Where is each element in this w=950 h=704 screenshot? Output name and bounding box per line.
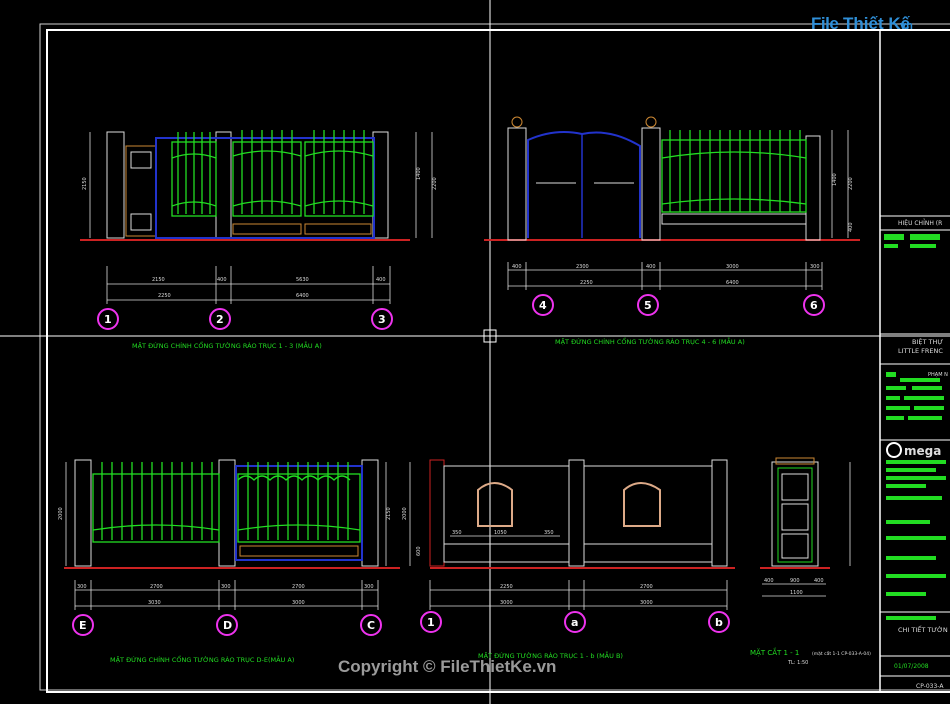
svg-text:600: 600 bbox=[416, 546, 422, 556]
svg-text:300: 300 bbox=[77, 584, 87, 590]
company-label: PHẠM N bbox=[928, 372, 948, 378]
svg-text:2250: 2250 bbox=[158, 293, 171, 299]
svg-text:400: 400 bbox=[376, 277, 386, 283]
svg-text:1100: 1100 bbox=[790, 590, 803, 596]
svg-text:3000: 3000 bbox=[726, 264, 739, 270]
logo-tld-text: .vn bbox=[897, 20, 913, 32]
elevation-view-4: 2000 600 350 1050 350 2250 2700 3000 300… bbox=[402, 459, 735, 610]
svg-text:b: b bbox=[715, 616, 723, 629]
svg-text:400: 400 bbox=[646, 264, 656, 270]
axis-bubble-4[interactable]: 4 bbox=[532, 294, 554, 316]
section-title: MẶT CẮT 1 - 1 bbox=[750, 647, 799, 657]
svg-text:3000: 3000 bbox=[640, 600, 653, 606]
project-name-2: LITTLE FRENC bbox=[898, 347, 943, 355]
svg-text:E: E bbox=[79, 619, 87, 632]
title-block bbox=[879, 30, 950, 692]
svg-text:3000: 3000 bbox=[292, 600, 305, 606]
svg-text:2000: 2000 bbox=[58, 507, 64, 520]
section-1-1: 400 900 400 1100 bbox=[760, 457, 851, 597]
svg-text:2150: 2150 bbox=[152, 277, 165, 283]
svg-text:2200: 2200 bbox=[848, 177, 854, 190]
brand-logo-text: mega bbox=[904, 444, 941, 458]
svg-text:3000: 3000 bbox=[500, 600, 513, 606]
svg-text:2700: 2700 bbox=[150, 584, 163, 590]
svg-text:900: 900 bbox=[790, 578, 800, 584]
svg-text:D: D bbox=[223, 619, 232, 632]
axis-bubble-2[interactable]: 2 bbox=[209, 308, 231, 330]
svg-text:400: 400 bbox=[814, 578, 824, 584]
svg-text:2: 2 bbox=[216, 313, 224, 326]
svg-text:2300: 2300 bbox=[576, 264, 589, 270]
svg-text:6: 6 bbox=[810, 299, 818, 312]
section-scale: TL: 1:50 bbox=[787, 660, 808, 666]
svg-text:300: 300 bbox=[221, 584, 231, 590]
svg-text:1400: 1400 bbox=[832, 173, 838, 186]
svg-text:2250: 2250 bbox=[580, 280, 593, 286]
view2-title: MẶT ĐỨNG CHÍNH CỔNG TƯỜNG RÀO TRỤC 4 - 6… bbox=[555, 336, 745, 346]
axis-bubble-D[interactable]: D bbox=[216, 614, 238, 636]
svg-text:1: 1 bbox=[104, 313, 112, 326]
svg-text:6400: 6400 bbox=[726, 280, 739, 286]
svg-text:5: 5 bbox=[644, 299, 652, 312]
sheet-date: 01/07/2008 bbox=[894, 663, 929, 670]
elevation-view-3: 2000 2150 300 2700 300 2700 300 3030 300… bbox=[58, 459, 400, 610]
svg-text:2250: 2250 bbox=[500, 584, 513, 590]
axis-bubble-a[interactable]: a bbox=[564, 611, 586, 633]
svg-text:350: 350 bbox=[544, 530, 554, 536]
filethietke-logo[interactable]: File Thiết Kế .vn bbox=[811, 12, 923, 42]
logo-file-text: File bbox=[811, 14, 839, 33]
svg-text:2150: 2150 bbox=[386, 507, 392, 520]
svg-text:2150: 2150 bbox=[82, 177, 88, 190]
elevation-view-1: 2150 1400 2200 2150 400 5630 400 2250 64… bbox=[80, 130, 438, 304]
view3-title: MẶT ĐỨNG CHÍNH CỔNG TƯỜNG RÀO TRỤC D-E(M… bbox=[110, 654, 294, 664]
elevation-view-2: 1400 2200 400 400 2300 400 3000 300 2250… bbox=[484, 116, 860, 290]
svg-text:5630: 5630 bbox=[296, 277, 309, 283]
svg-text:1400: 1400 bbox=[416, 167, 422, 180]
svg-text:2000: 2000 bbox=[402, 507, 408, 520]
svg-text:350: 350 bbox=[452, 530, 462, 536]
view1-title: MẶT ĐỨNG CHÍNH CỔNG TƯỜNG RÀO TRỤC 1 - 3… bbox=[132, 340, 322, 350]
sheet-outer-border bbox=[39, 23, 950, 691]
svg-text:3030: 3030 bbox=[148, 600, 161, 606]
svg-text:C: C bbox=[367, 619, 375, 632]
revision-header: HIỆU CHỈNH (R bbox=[898, 219, 942, 227]
axis-bubble-b[interactable]: b bbox=[708, 611, 730, 633]
section-ref: (mặt cắt 1-1 CP-033-A-04) bbox=[812, 650, 871, 657]
logo-thietke-text: Thiết Kế bbox=[843, 14, 911, 33]
svg-text:3: 3 bbox=[378, 313, 386, 326]
axis-bubble-5[interactable]: 5 bbox=[637, 294, 659, 316]
axis-bubble-E[interactable]: E bbox=[72, 614, 94, 636]
svg-text:400: 400 bbox=[764, 578, 774, 584]
view4-title: MẶT ĐỨNG TƯỜNG RÀO TRỤC 1 - b (MẪU B) bbox=[478, 650, 623, 660]
svg-text:4: 4 bbox=[539, 299, 547, 312]
svg-text:6400: 6400 bbox=[296, 293, 309, 299]
axis-bubble-1[interactable]: 1 bbox=[97, 308, 119, 330]
sheet-code: CP-033-A bbox=[916, 683, 944, 690]
svg-text:400: 400 bbox=[217, 277, 227, 283]
axis-bubble-1b[interactable]: 1 bbox=[420, 611, 442, 633]
svg-text:300: 300 bbox=[810, 264, 820, 270]
copyright-watermark: Copyright © FileThietKe.vn bbox=[338, 657, 557, 676]
axis-bubble-3[interactable]: 3 bbox=[371, 308, 393, 330]
crosshair-pickbox[interactable] bbox=[483, 329, 497, 343]
svg-text:a: a bbox=[571, 616, 578, 629]
svg-text:1050: 1050 bbox=[494, 530, 507, 536]
svg-text:400: 400 bbox=[512, 264, 522, 270]
project-name-1: BIỆT THỰ bbox=[912, 337, 943, 346]
svg-text:2700: 2700 bbox=[292, 584, 305, 590]
svg-text:2200: 2200 bbox=[432, 177, 438, 190]
svg-text:2700: 2700 bbox=[640, 584, 653, 590]
axis-bubble-C[interactable]: C bbox=[360, 614, 382, 636]
sheet-title: CHI TIẾT TƯỜN bbox=[898, 624, 948, 634]
svg-text:300: 300 bbox=[364, 584, 374, 590]
sheet-inner-border bbox=[46, 29, 950, 693]
svg-text:1: 1 bbox=[427, 616, 435, 629]
axis-bubble-6[interactable]: 6 bbox=[803, 294, 825, 316]
svg-text:400: 400 bbox=[848, 222, 854, 232]
